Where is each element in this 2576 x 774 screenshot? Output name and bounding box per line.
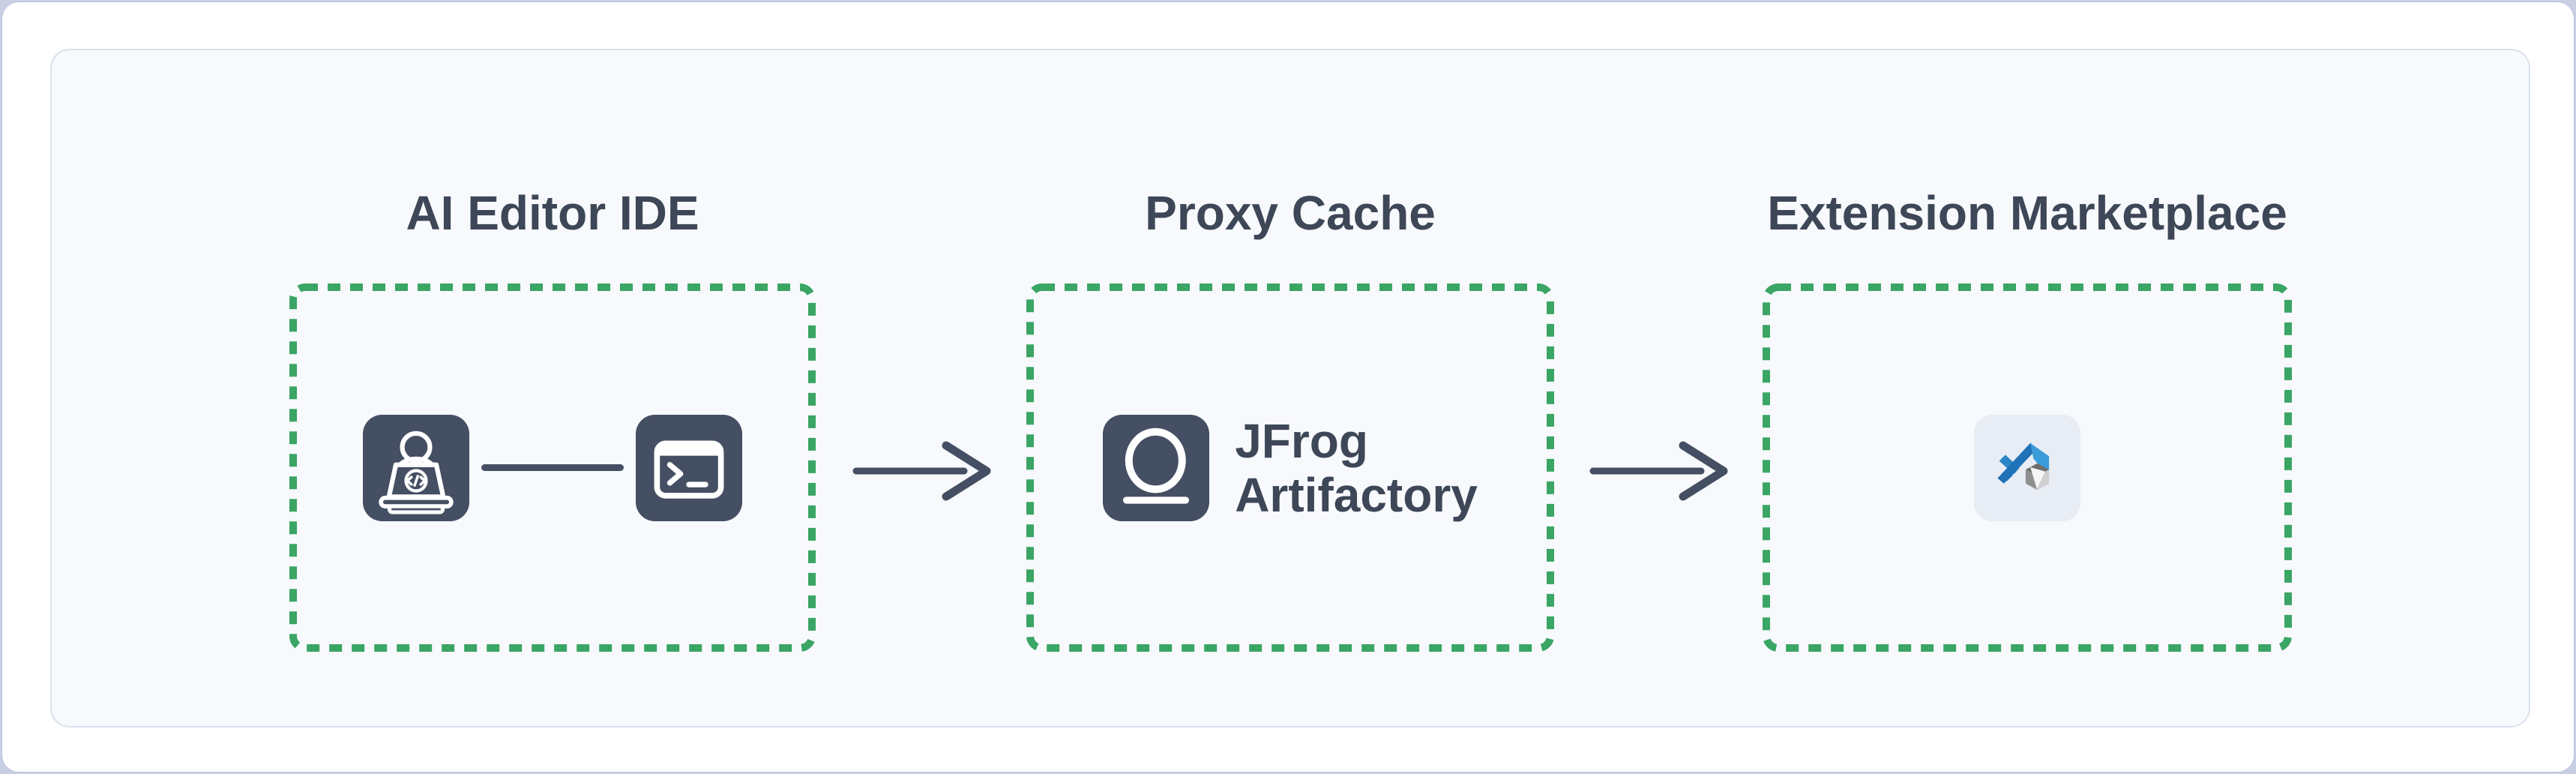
arrow-proxy-to-marketplace [1589, 441, 1728, 501]
dashed-border [1763, 284, 2292, 652]
node-title: Extension Marketplace [1767, 186, 2287, 240]
ide-terminal-connector-line [481, 464, 624, 471]
dashed-border [1026, 284, 1554, 652]
jfrog-artifactory-icon [1103, 414, 1210, 521]
node-content [297, 291, 808, 644]
node-title: AI Editor IDE [406, 186, 699, 240]
dashed-box: JFrog Artifactory [1026, 284, 1554, 652]
node-content: JFrog Artifactory [1034, 291, 1547, 644]
jfrog-artifactory-label: JFrog Artifactory [1235, 414, 1478, 522]
terminal-icon [636, 414, 742, 521]
jfrog-artifactory-group: JFrog Artifactory [1103, 414, 1478, 522]
dashed-border [289, 284, 816, 652]
dashed-box [1763, 284, 2292, 652]
jfrog-label-line1: JFrog [1235, 413, 1368, 468]
arrow-ide-to-proxy [852, 441, 991, 501]
node-ai-editor-ide: AI Editor IDE [289, 187, 816, 652]
vs-marketplace-icon [1997, 442, 2050, 490]
developer-laptop-icon [363, 414, 469, 521]
vs-marketplace-tile [1974, 414, 2080, 521]
dashed-box [289, 284, 816, 652]
jfrog-label-line2: Artifactory [1235, 467, 1478, 522]
node-content [1770, 291, 2284, 644]
node-proxy-cache: Proxy Cache JFrog Artifactory [1026, 187, 1554, 652]
diagram-panel [50, 49, 2530, 728]
node-extension-marketplace: Extension Marketplace [1763, 187, 2292, 652]
node-title: Proxy Cache [1145, 186, 1436, 240]
